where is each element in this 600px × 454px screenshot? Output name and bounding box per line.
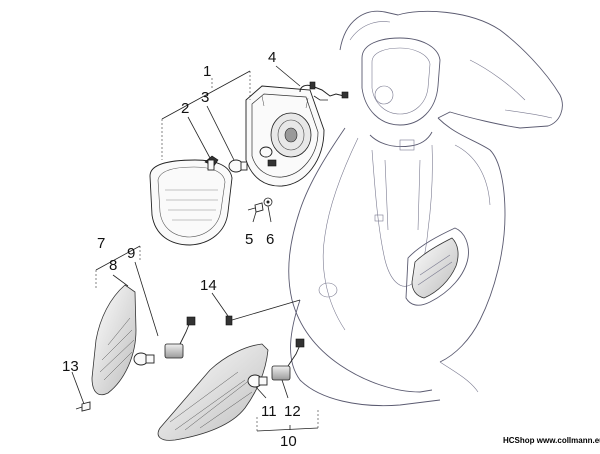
callout-1: 1 xyxy=(203,63,211,80)
wiring-harness xyxy=(299,81,349,101)
callout-4: 4 xyxy=(268,49,276,66)
headlight-lens xyxy=(149,159,233,246)
callout-14: 14 xyxy=(200,277,217,294)
callout-7: 7 xyxy=(97,235,105,252)
callout-12: 12 xyxy=(284,403,301,420)
footer-credit: HCShop www.collmann.eu xyxy=(503,436,600,445)
callout-10: 10 xyxy=(280,433,297,449)
wire-connector xyxy=(225,299,301,326)
left-indicator-bulb xyxy=(133,316,196,366)
callout-6: 6 xyxy=(266,231,274,248)
leader-lines xyxy=(71,65,319,432)
callout-13: 13 xyxy=(62,358,79,375)
callout-3: 3 xyxy=(201,89,209,106)
callout-2: 2 xyxy=(181,100,189,117)
indicator-screw xyxy=(75,401,91,412)
callout-11: 11 xyxy=(261,403,277,420)
callout-5: 5 xyxy=(245,231,253,248)
callout-8: 8 xyxy=(109,257,117,274)
right-indicator-lens xyxy=(157,343,269,441)
callout-9: 9 xyxy=(127,245,135,262)
scooter-front-outline xyxy=(288,10,563,406)
headlight-reflector xyxy=(245,85,325,187)
right-indicator-bulb xyxy=(247,338,305,388)
left-indicator-lens xyxy=(91,284,137,396)
callout-labels: 1 2 3 4 5 6 7 8 9 10 11 12 13 14 xyxy=(62,49,301,450)
pilot-bulb xyxy=(228,159,248,173)
